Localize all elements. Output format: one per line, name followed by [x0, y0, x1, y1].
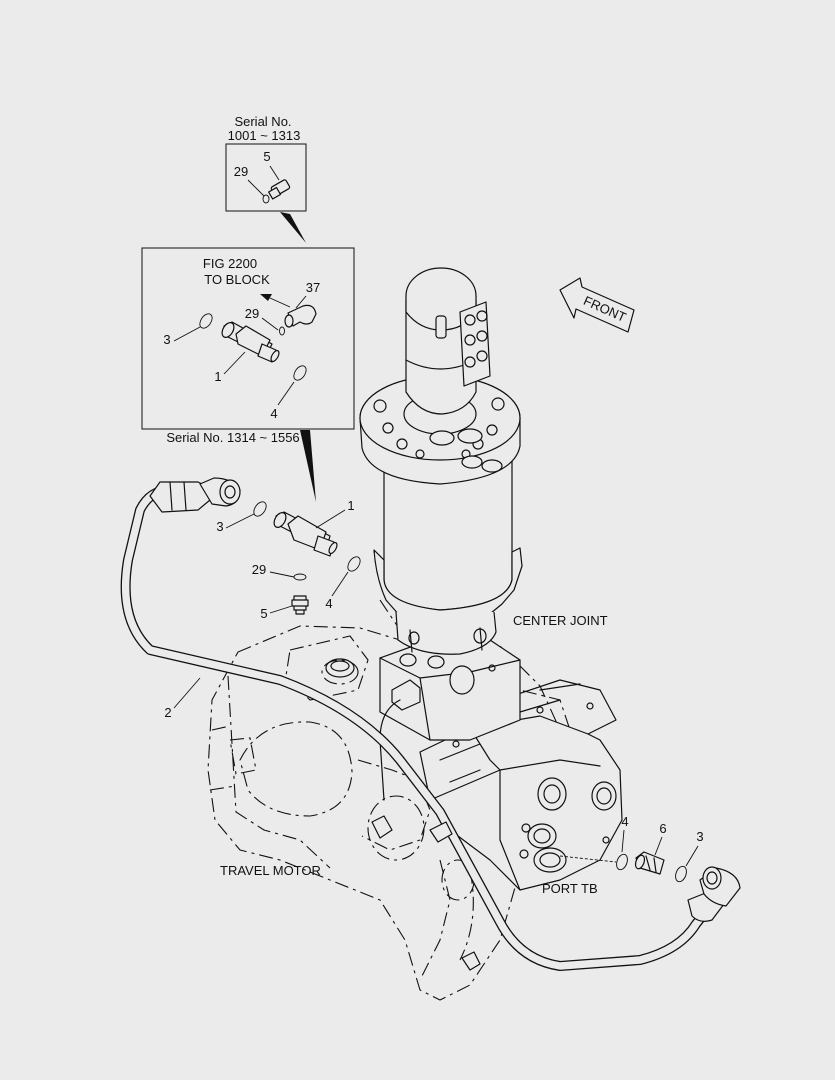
callout-3: 3: [216, 519, 223, 534]
inset-top-pointer: [280, 212, 306, 243]
inset-callout-1: 1: [214, 369, 221, 384]
callout-1: 1: [347, 498, 354, 513]
elbow-fitting-part: [279, 304, 317, 336]
inset-callout-37: 37: [306, 280, 320, 295]
serial-range-label: Serial No. 1314 ~ 1556: [166, 430, 299, 445]
front-direction-arrow: FRONT: [559, 277, 635, 333]
o-ring-part: [293, 365, 307, 381]
inset-top-heading-2: 1001 ~ 1313: [228, 128, 301, 143]
callouts: 1 3 29 5 4 2 4 6 3: [164, 498, 704, 867]
inset-top-heading-1: Serial No.: [234, 114, 291, 129]
callout-29: 29: [252, 562, 266, 577]
o-ring-part: [253, 501, 267, 517]
center-joint: [359, 267, 523, 655]
hose-assembly: [120, 477, 741, 971]
inset-serial-1001-1313: Serial No. 1001 ~ 1313 5 29: [225, 114, 307, 243]
travel-motor-label: TRAVEL MOTOR: [220, 863, 321, 878]
center-joint-lower: [379, 639, 521, 801]
adapter-part: [634, 851, 665, 875]
inset-main-pointer: [300, 430, 316, 502]
port-tb-label: PORT TB: [542, 881, 598, 896]
pressure-switch-part: [273, 511, 338, 557]
o-ring-part: [616, 853, 628, 871]
port-tb-opening: [533, 847, 567, 873]
inset-serial-1314-1556: FIG 2200 TO BLOCK 37 29 3 1 4 Serial: [141, 247, 355, 502]
inset-callout-29: 29: [245, 306, 259, 321]
callout-6-bottom: 6: [659, 821, 666, 836]
inset-top-callout-29: 29: [234, 164, 248, 179]
callout-4-bottom: 4: [621, 814, 628, 829]
inset-callout-4: 4: [270, 406, 277, 421]
fig-ref-line2: TO BLOCK: [204, 272, 270, 287]
fitting-part: [291, 595, 309, 615]
o-ring-part: [675, 865, 687, 883]
inset-main-frame: [141, 247, 355, 430]
callout-4: 4: [325, 596, 332, 611]
small-fitting-part: [262, 179, 291, 204]
callout-3-bottom: 3: [696, 829, 703, 844]
fig-ref-line1: FIG 2200: [203, 256, 257, 271]
callout-2: 2: [164, 705, 171, 720]
callout-5: 5: [260, 606, 267, 621]
inset-top-callout-5: 5: [263, 149, 270, 164]
to-block-arrow: [260, 294, 272, 301]
o-ring-part: [199, 313, 213, 329]
o-ring-part: [347, 556, 361, 572]
center-joint-label: CENTER JOINT: [513, 613, 608, 628]
exploded-parts-main: [253, 501, 687, 883]
inset-top-frame: [225, 143, 307, 212]
inset-callout-3: 3: [163, 332, 170, 347]
pressure-switch-part: [221, 321, 280, 363]
o-ring-part: [293, 573, 307, 581]
valve-block: [419, 679, 623, 891]
